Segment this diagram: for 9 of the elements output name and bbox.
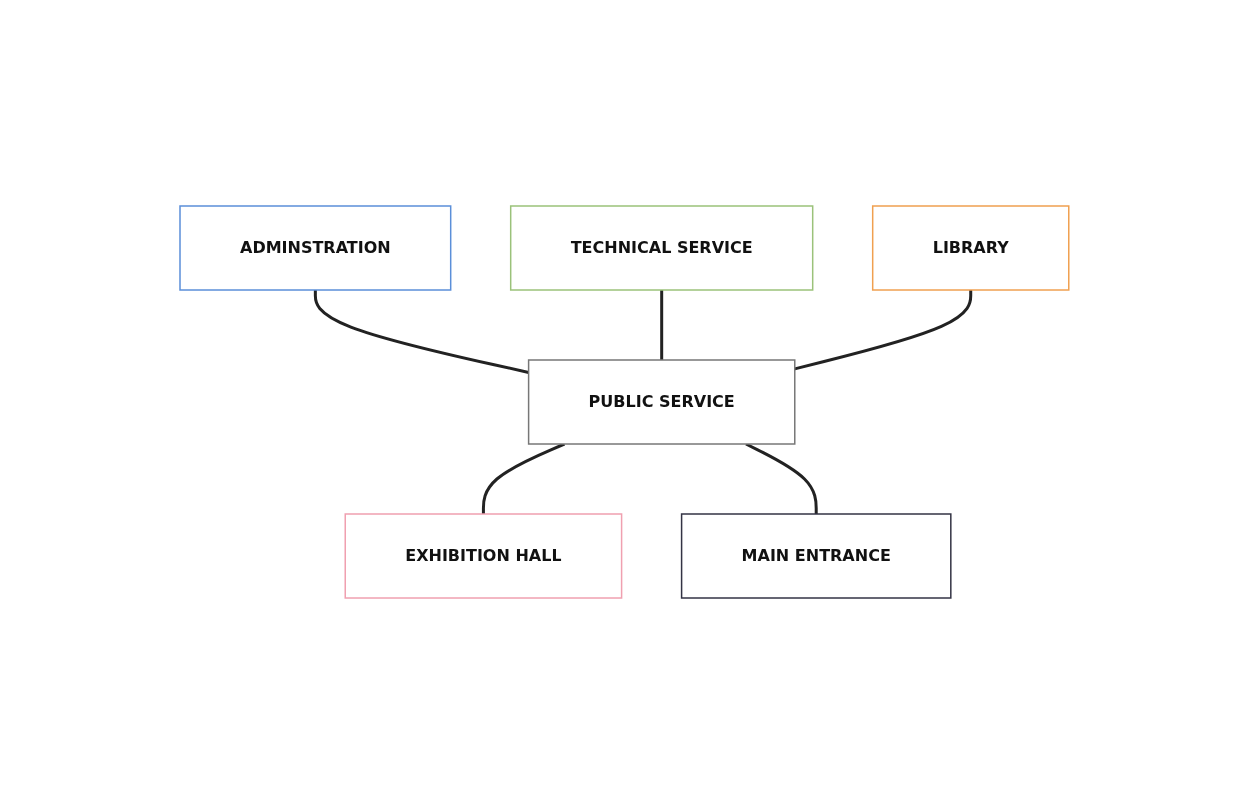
connector — [313, 290, 529, 374]
connector — [794, 290, 972, 371]
node-box: MAIN ENTRANCE — [680, 513, 952, 599]
node-box: TECHNICAL SERVICE — [509, 205, 814, 291]
node-box: ADMINSTRATION — [178, 205, 452, 291]
node-box: EXHIBITION HALL — [344, 513, 622, 599]
connector — [659, 290, 663, 360]
node-box: LIBRARY — [871, 205, 1070, 291]
node-box: PUBLIC SERVICE — [527, 359, 796, 445]
